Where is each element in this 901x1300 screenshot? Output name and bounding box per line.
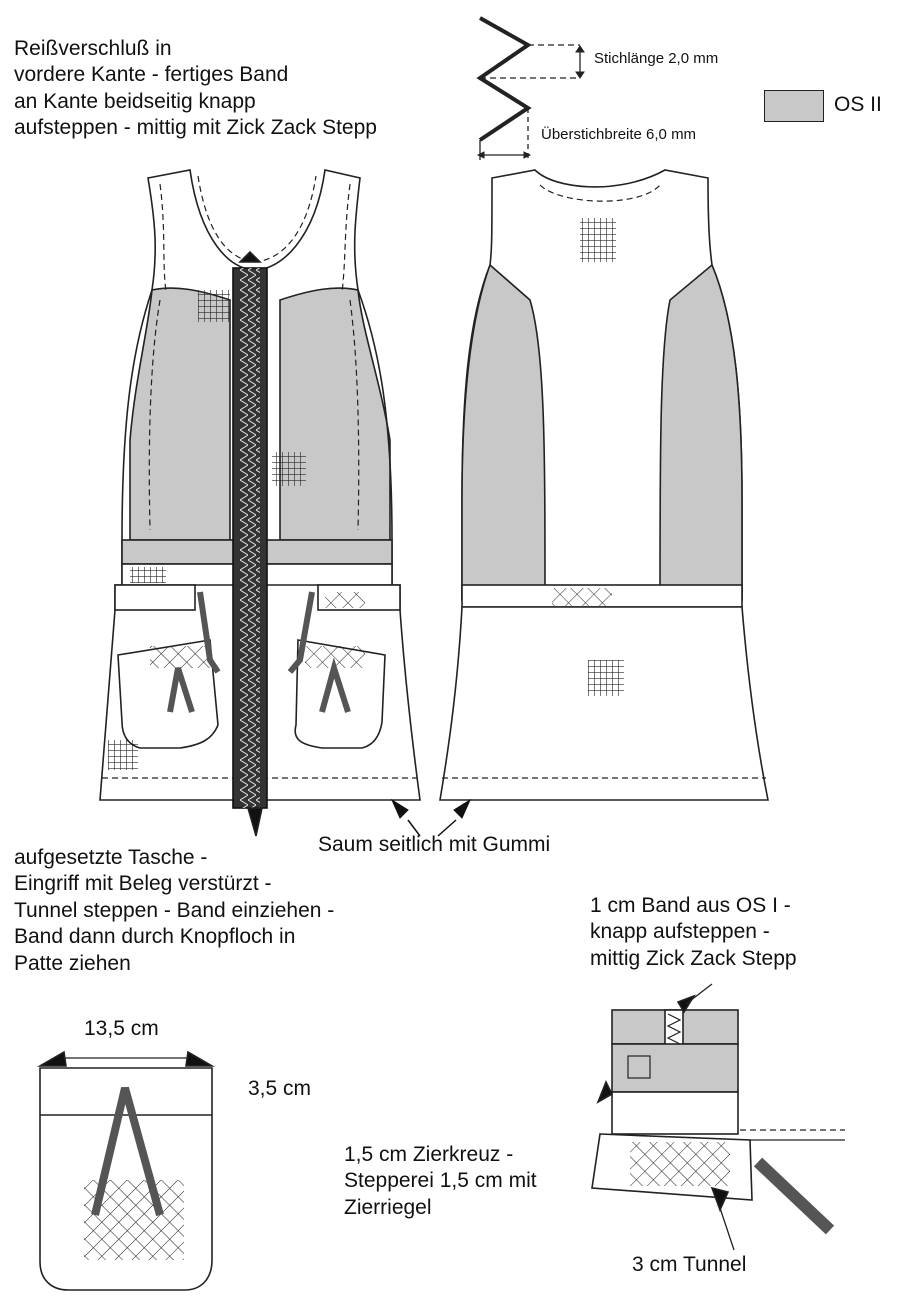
- stitch-width-label: Überstichbreite 6,0 mm: [541, 126, 697, 143]
- front-view: [99, 169, 421, 837]
- zierkreuz-note-line: 1,5 cm Zierkreuz -: [344, 1143, 514, 1166]
- band-note-line: mittig Zick Zack Stepp: [590, 946, 797, 970]
- stitch-length-label: Stichlänge 2,0 mm: [594, 50, 719, 67]
- band-note: 1 cm Band aus OS I - knapp aufsteppen - …: [590, 893, 797, 972]
- legend-swatch-os2: [764, 90, 824, 122]
- stitch-diagram: [476, 16, 585, 160]
- zipper-note: Reißverschluß in vordere Kante - fertige…: [14, 36, 377, 142]
- pocket-note-line: Eingriff mit Beleg verstürzt -: [14, 872, 272, 896]
- pocket-note: aufgesetzte Tasche - Eingriff mit Beleg …: [14, 845, 334, 977]
- zipper-note-line: Reißverschluß in: [14, 37, 172, 60]
- zipper-note-line: an Kante beidseitig knapp: [14, 89, 256, 113]
- tunnel-note: 3 cm Tunnel: [632, 1253, 747, 1276]
- zipper-note-line: aufsteppen - mittig mit Zick Zack Stepp: [14, 116, 377, 140]
- hem-note: Saum seitlich mit Gummi: [318, 833, 551, 856]
- legend-label: OS II: [834, 93, 882, 116]
- band-note-line: knapp aufsteppen -: [590, 920, 770, 944]
- pocket-height-label: 3,5 cm: [248, 1077, 312, 1100]
- zierkreuz-note-line: Zierriegel: [344, 1195, 432, 1219]
- pocket-note-line: Tunnel steppen - Band einziehen -: [14, 898, 335, 922]
- back-view: [439, 169, 769, 801]
- band-note-line: 1 cm Band aus OS I -: [590, 894, 791, 917]
- pocket-note-line: Patte ziehen: [14, 951, 131, 975]
- pocket-width-label: 13,5 cm: [84, 1017, 159, 1040]
- zierkreuz-note-line: Stepperei 1,5 cm mit: [344, 1169, 537, 1193]
- zipper-note-line: vordere Kante - fertiges Band: [14, 63, 289, 87]
- zierkreuz-note: 1,5 cm Zierkreuz - Stepperei 1,5 cm mit …: [344, 1142, 537, 1221]
- pocket-note-line: Band dann durch Knopfloch in: [14, 925, 296, 949]
- pocket-detail: [37, 1050, 215, 1291]
- pocket-note-line: aufgesetzte Tasche -: [14, 846, 208, 869]
- hem-arrows: [390, 798, 472, 837]
- band-detail: [591, 983, 845, 1251]
